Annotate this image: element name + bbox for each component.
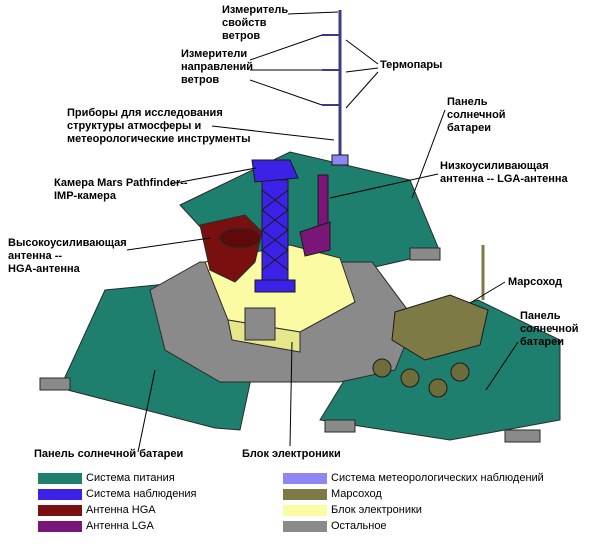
imaging-swatch <box>38 488 82 500</box>
pointer-lines <box>126 11 519 453</box>
rover-swatch <box>283 488 327 500</box>
legend-item-imaging: Система наблюдения <box>38 488 197 500</box>
rover-wheel-4 <box>450 362 470 382</box>
hga-dish-rim <box>219 227 261 249</box>
label-thermocouples: Термопары <box>380 59 443 71</box>
label-hga-antenna: Высокоусиливающая антенна -- HGA-антенна <box>8 237 127 275</box>
power-swatch <box>38 472 82 484</box>
hga-swatch <box>38 504 82 516</box>
legend-item-electronics: Блок электроники <box>283 504 422 516</box>
legend-item-rover: Марсоход <box>283 488 382 500</box>
label-solar-right: Панель солнечной батареи <box>520 310 579 348</box>
legend-item-power: Система питания <box>38 472 175 484</box>
label-rover: Марсоход <box>508 276 563 288</box>
label-lga-antenna: Низкоусиливающая антенна -- LGA-антенна <box>440 160 568 185</box>
meteo-swatch <box>283 472 327 484</box>
meteo-base <box>331 154 349 166</box>
panel-edge-left <box>39 377 71 391</box>
legend-item-other: Остальное <box>283 520 387 532</box>
lga-swatch <box>38 520 82 532</box>
imp-camera-mast <box>261 179 289 291</box>
label-wind-properties: Измеритель свойств ветров <box>222 4 289 42</box>
electronics-front-block <box>244 307 276 341</box>
label-solar-bottom-left: Панель солнечной батареи <box>34 448 184 460</box>
imp-mast-lattice <box>261 189 289 271</box>
lga-antenna-base <box>299 221 331 257</box>
label-solar-top-right: Панель солнечной батареи <box>447 96 506 134</box>
imp-camera-base <box>254 279 296 293</box>
panel-edge-right <box>504 429 541 443</box>
panel-edge-bottom <box>324 419 356 433</box>
label-imp-camera: Камера Mars Pathfinder-- IMP-камера <box>54 177 188 202</box>
rover-wheel-1 <box>372 358 392 378</box>
label-electronics: Блок электроники <box>242 448 341 460</box>
imp-camera-head <box>251 159 299 183</box>
label-wind-direction: Измерители направлений ветров <box>181 48 253 86</box>
legend-item-meteo: Система метеорологических наблюдений <box>283 472 544 484</box>
rover-wheel-3 <box>428 378 448 398</box>
label-atmo-instruments: Приборы для исследования структуры атмос… <box>67 107 251 145</box>
rover-body <box>391 294 489 361</box>
other-swatch <box>283 520 327 532</box>
panel-edge-top <box>409 247 441 261</box>
rover-wheel-2 <box>400 368 420 388</box>
legend-item-hga: Антенна HGA <box>38 504 156 516</box>
legend-item-lga: Антенна LGA <box>38 520 154 532</box>
electronics-swatch <box>283 504 327 516</box>
